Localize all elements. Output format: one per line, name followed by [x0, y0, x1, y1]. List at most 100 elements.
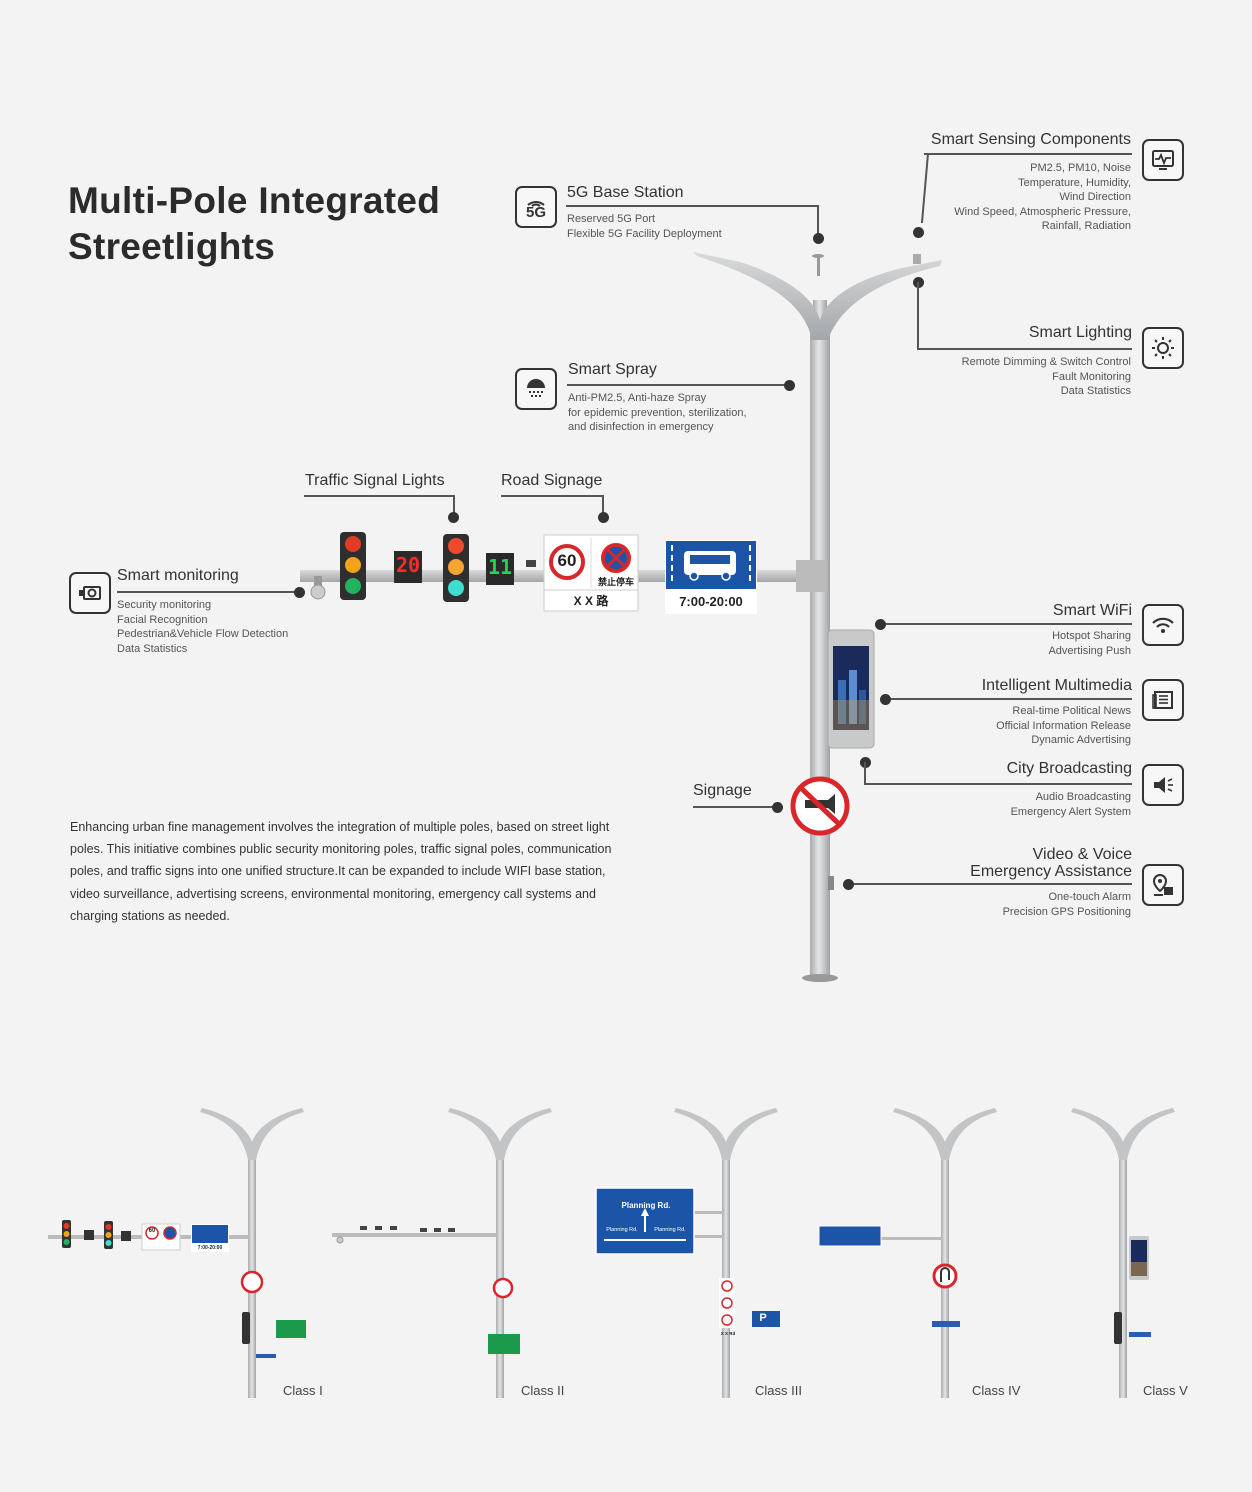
- bus-hours: 7:00-20:00: [679, 594, 743, 609]
- desc-line: for epidemic prevention, sterilization,: [568, 406, 747, 419]
- speed-limit-value: 60: [557, 551, 577, 570]
- camera-mount: [314, 576, 322, 588]
- broadcasting-line: [864, 783, 1132, 785]
- class-2-label: Class II: [521, 1383, 565, 1398]
- road-name: X X 路: [573, 594, 609, 608]
- traffic-line-v: [453, 495, 455, 515]
- sensing-desc: PM2.5, PM10, Noise Temperature, Humidity…: [954, 161, 1131, 234]
- monitoring-dot: [293, 586, 305, 598]
- countdown-green: 11: [487, 555, 513, 579]
- title-line-2: Streetlights: [68, 226, 276, 267]
- 5g-icon-text: 5G: [525, 204, 546, 221]
- multimedia-dot: [879, 693, 891, 705]
- lighting-line-v: [917, 282, 919, 348]
- spray-desc: Anti-PM2.5, Anti-haze Spray for epidemic…: [568, 391, 747, 435]
- no-parking-text: 禁止停车: [597, 577, 634, 587]
- desc-line: Facial Recognition: [117, 613, 208, 626]
- desc-line: and disinfection in emergency: [568, 421, 714, 433]
- multimedia-label: Intelligent Multimedia: [981, 677, 1132, 694]
- desc-line: Wind Direction: [1059, 191, 1131, 203]
- planning-main-text: Planning Rd.: [621, 1201, 671, 1210]
- tl2-yellow: [448, 559, 464, 575]
- main-pole-illustration: [300, 252, 942, 982]
- class-4-label: Class IV: [972, 1383, 1021, 1398]
- class-2-pole: [332, 1108, 552, 1398]
- spray-label: Smart Spray: [568, 361, 657, 378]
- desc-line: Flexible 5G Facility Deployment: [567, 227, 722, 240]
- signage-line: [693, 806, 777, 808]
- class3-road-text: X X Rd: [720, 1331, 736, 1336]
- road-signage-label: Road Signage: [501, 472, 603, 489]
- lighting-label: Smart Lighting: [1028, 324, 1132, 341]
- traffic-label: Traffic Signal Lights: [305, 472, 445, 489]
- multimedia-line: [885, 698, 1132, 700]
- class-3-label: Class III: [755, 1383, 802, 1398]
- class-4-pole: [818, 1108, 997, 1398]
- emergency-label-line-1: Video & Voice: [1032, 846, 1132, 863]
- page-title: Multi-Pole Integrated Streetlights: [68, 178, 508, 270]
- speaker-icon: [1142, 764, 1184, 806]
- desc-line: Wind Speed, Atmospheric Pressure,: [954, 205, 1131, 218]
- countdown-green-box: [486, 553, 514, 585]
- newspaper-icon: [1142, 679, 1184, 721]
- desc-line: Advertising Push: [1048, 644, 1131, 657]
- desc-line: Reserved 5G Port: [567, 213, 656, 225]
- 5g-icon: 5G: [515, 186, 557, 228]
- sensing-line: [924, 153, 1132, 155]
- class-5-pole: [1071, 1108, 1175, 1398]
- broadcasting-label: City Broadcasting: [1006, 760, 1132, 777]
- road-signage-line-v: [602, 495, 604, 515]
- shower-icon: [515, 368, 557, 410]
- desc-line: Security monitoring: [117, 599, 212, 611]
- class-3-pole: [595, 1108, 780, 1398]
- emergency-label: Video & Voice Emergency Assistance: [970, 846, 1132, 880]
- road-signage-line: [501, 495, 603, 497]
- broadcasting-desc: Audio Broadcasting Emergency Alert Syste…: [1011, 790, 1131, 819]
- wifi-line: [880, 623, 1132, 625]
- description-paragraph: Enhancing urban fine management involves…: [70, 820, 612, 923]
- desc-line: Fault Monitoring: [1052, 370, 1131, 383]
- camera-icon: [69, 572, 111, 614]
- planning-right-text: Planning Rd.: [654, 1227, 686, 1233]
- desc-line: Data Statistics: [1060, 385, 1131, 397]
- base-station-dot: [812, 232, 824, 244]
- road-signage-dot: [597, 511, 609, 523]
- wifi-dot: [874, 618, 886, 630]
- antenna: [817, 256, 820, 276]
- emergency-desc: One-touch Alarm Precision GPS Positionin…: [1003, 890, 1131, 919]
- emergency-button: [828, 876, 834, 890]
- parking-text: P: [759, 1312, 767, 1324]
- pulse-monitor-icon: [1142, 139, 1184, 181]
- planning-left-text: Planning Rd.: [606, 1227, 638, 1233]
- tl1-red: [345, 536, 361, 552]
- multimedia-desc: Real-time Political News Official Inform…: [996, 704, 1131, 748]
- signage-dot: [771, 801, 783, 813]
- emergency-line: [848, 883, 1132, 885]
- lighting-desc: Remote Dimming & Switch Control Fault Mo…: [962, 355, 1131, 399]
- countdown-red-box: [394, 551, 422, 583]
- wifi-desc: Hotspot Sharing Advertising Push: [1048, 629, 1131, 658]
- class1-speed: 60: [148, 1228, 156, 1234]
- speed-limit-ring: [549, 544, 585, 580]
- desc-line: Emergency Alert System: [1010, 805, 1131, 818]
- base-station-desc: Reserved 5G Port Flexible 5G Facility De…: [567, 212, 722, 241]
- desc-line: Rainfall, Radiation: [1041, 220, 1131, 232]
- base-station-label: 5G Base Station: [567, 184, 684, 201]
- base-station-line-v: [817, 205, 819, 237]
- broadcasting-line-v: [864, 762, 866, 784]
- wifi-icon: [1142, 604, 1184, 646]
- small-camera: [526, 560, 536, 567]
- monitoring-label: Smart monitoring: [117, 567, 239, 584]
- title-line-1: Multi-Pole Integrated: [68, 180, 441, 221]
- sensing-dot: [912, 226, 924, 238]
- class-1-label: Class I: [283, 1383, 323, 1398]
- tl2-green: [448, 580, 464, 596]
- spray-line: [567, 384, 789, 386]
- class-5-label: Class V: [1143, 1383, 1188, 1398]
- desc-line: Temperature, Humidity,: [1018, 176, 1131, 189]
- monitoring-line: [117, 591, 299, 593]
- arm-mount: [796, 560, 826, 592]
- desc-line: Hotspot Sharing: [1052, 630, 1131, 642]
- main-pole-shaft: [810, 320, 830, 980]
- tl1-green: [345, 578, 361, 594]
